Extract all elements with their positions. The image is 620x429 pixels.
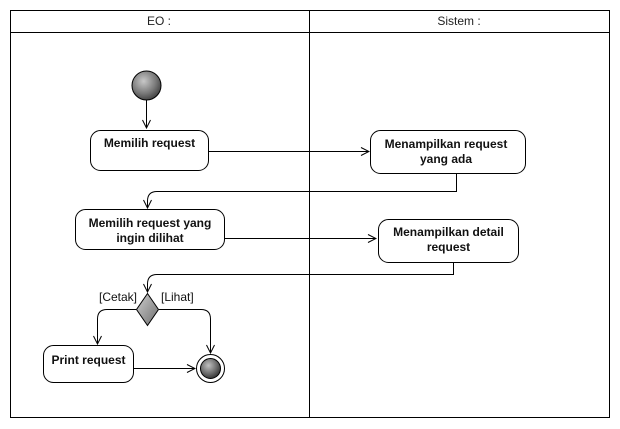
- activity-menampilkan-request: Menampilkan request yang ada: [370, 130, 526, 174]
- activity-label-line-1: Menampilkan detail: [393, 225, 504, 239]
- guard-lihat: [Lihat]: [161, 290, 194, 304]
- activity-label-line-2: yang ada: [420, 152, 472, 166]
- activity-label: Memilih request: [104, 136, 195, 150]
- edge-menampilkan-to-memilih-dilihat: [148, 174, 457, 208]
- activity-print-request: Print request: [43, 345, 134, 383]
- activity-label-line-2: request: [427, 240, 470, 254]
- lane-title-sistem: Sistem :: [437, 14, 480, 28]
- lane-title-eo: EO :: [147, 14, 171, 28]
- decision-node: [135, 292, 160, 327]
- activity-memilih-request-dilihat: Memilih request yang ingin dilihat: [75, 209, 225, 250]
- activity-label-line-1: Memilih request yang: [89, 216, 212, 230]
- activity-menampilkan-detail: Menampilkan detail request: [378, 219, 519, 263]
- flow-edges: [98, 100, 457, 369]
- activity-label-line-1: Menampilkan request: [385, 137, 508, 151]
- edge-detail-to-decision: [148, 262, 454, 292]
- activity-memilih-request: Memilih request: [90, 130, 209, 171]
- guard-cetak: [Cetak]: [99, 290, 137, 304]
- start-node: [131, 70, 162, 101]
- edge-decision-to-print: [98, 309, 136, 345]
- end-node: [196, 354, 225, 383]
- activity-label-line-2: ingin dilihat: [116, 231, 183, 245]
- activity-label: Print request: [51, 353, 125, 367]
- swimlane-frame: [10, 10, 610, 418]
- edge-decision-to-end: [159, 309, 211, 354]
